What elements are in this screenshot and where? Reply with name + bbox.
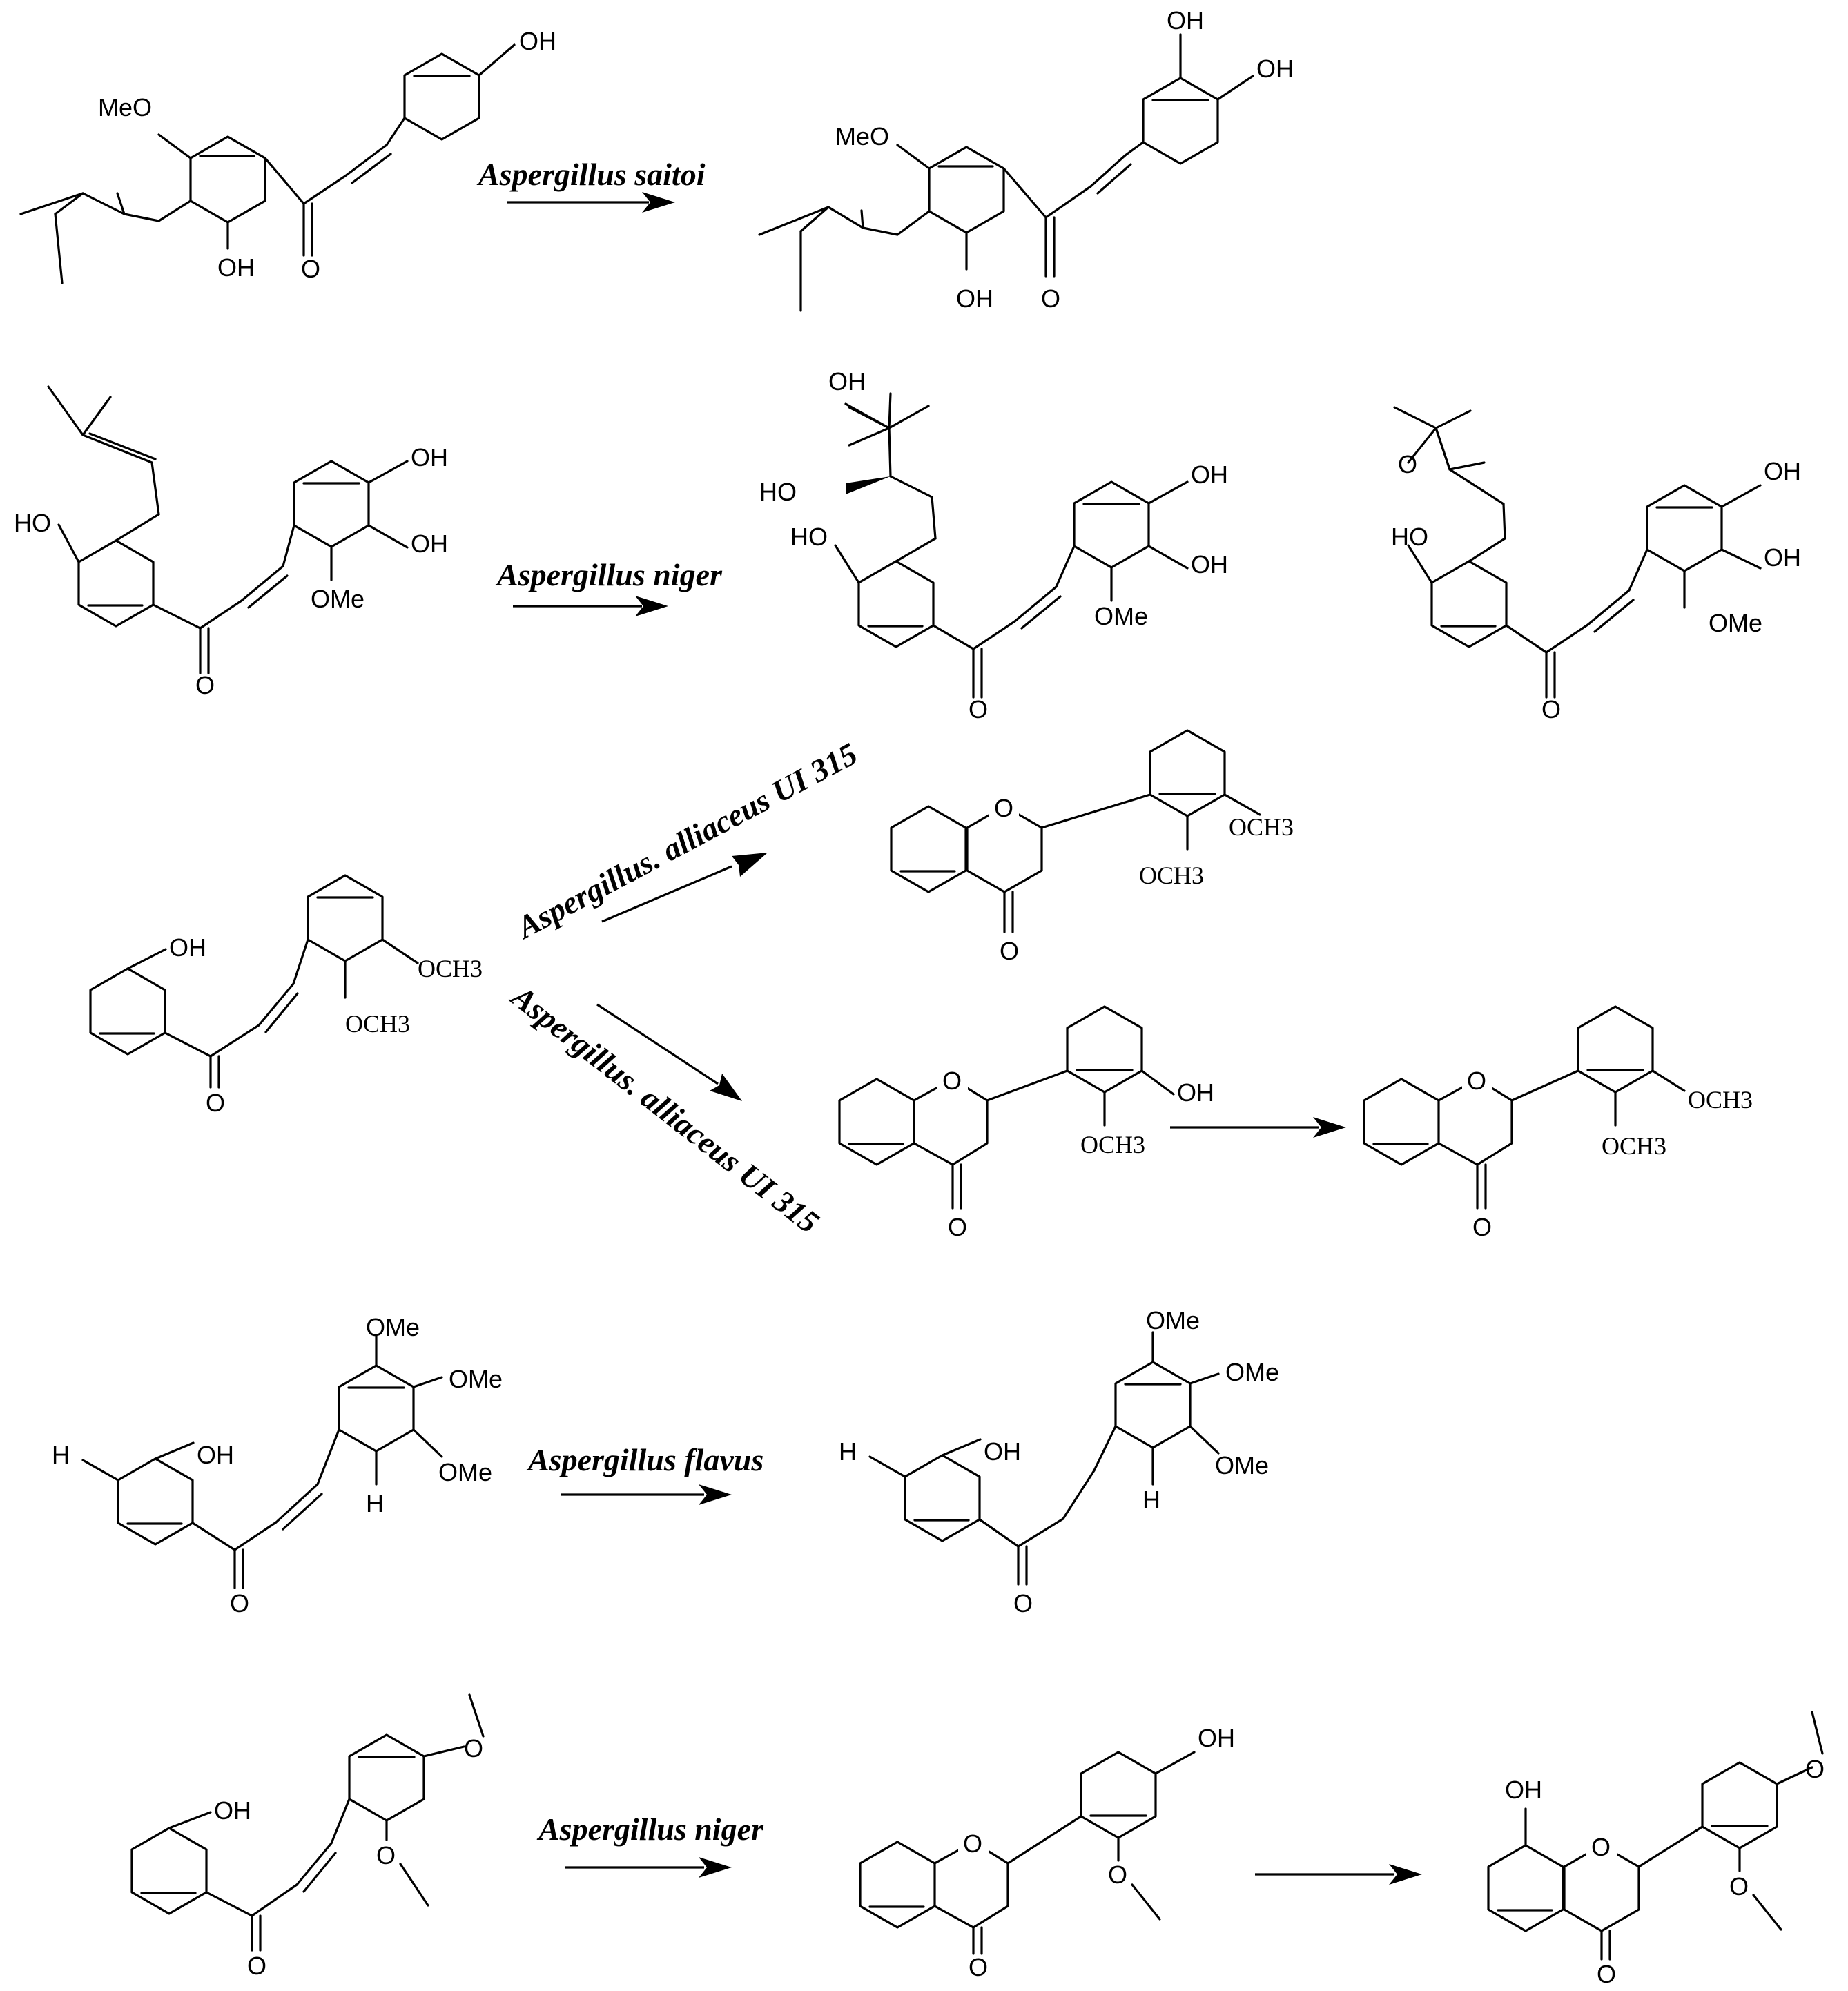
row1-sub-o: O [301,255,320,283]
row5-flavanone-oh: OH [1198,1724,1235,1752]
row2-p1-oh-a: OH [1191,460,1228,489]
row3-flavanone-oh: OH [1177,1078,1214,1107]
row4-product: H OH OMe OMe OMe H O [839,1306,1279,1618]
row3-flavone: O OCH3 OCH3 O [890,729,1294,965]
row3-sub-oh: OH [169,933,206,962]
row2-p1-oh-top: OH [828,367,866,396]
row2-sub-oh-a: OH [411,443,448,472]
row1-prod-oh-bottom: OH [956,284,993,313]
row1-prod-ome: MeO [835,122,889,150]
row4-prod-ome-a: OMe [1146,1306,1200,1334]
row3-flavone-ring-o: O [994,794,1013,822]
row2-sub-ho: HO [14,509,51,537]
row3-flavone-och3-b: OCH3 [1139,862,1204,889]
row1-substrate: MeO OH OH O [19,27,556,284]
row2-product1: OH HO HO OH OH OMe O [759,367,1228,723]
row4-sub-o: O [230,1589,249,1618]
row3-flavanone-och3: OCH3 [1080,1131,1145,1158]
row1-organism: Aspergillus saitoi [476,157,706,192]
row5-flavone-o-b: O [1729,1872,1749,1901]
row2-arrow [513,596,668,616]
row4-sub-ome-a: OMe [366,1313,420,1341]
row2-p2-ome: OMe [1709,609,1762,637]
row3-organism-up: Aspergillus. alliaceus UI 315 [509,736,863,946]
row4-substrate: H OH OMe OMe OMe H O [52,1313,503,1618]
row2-sub-o: O [195,671,215,699]
row3-arrow-down [596,1003,742,1101]
row2-product2: O HO OH OH OMe O [1391,406,1801,723]
row3-flavanone2-och3-b: OCH3 [1602,1132,1666,1160]
row5-arrow-right [1255,1864,1422,1885]
row1-sub-ome: MeO [98,93,152,122]
row3-sub-och3-a: OCH3 [418,955,483,982]
row5-substrate: OH O O O [130,1693,485,1980]
row4-prod-h-ring: H [1142,1486,1160,1514]
row5-flavanone-o: O [969,1953,988,1981]
row3-flavanone2-ring-o: O [1467,1067,1486,1095]
row5-flavone: OH O O O O [1487,1711,1825,1988]
row1-sub-oh-bottom: OH [217,253,255,282]
row5-flavone-ring-o: O [1591,1833,1611,1861]
row4-arrow [561,1484,732,1505]
row3-organism-down: Aspergillus. alliaceus UI 315 [503,978,826,1240]
row5-sub-o-b: O [376,1841,396,1869]
row4-sub-ome-b: OMe [449,1365,503,1393]
row2-p2-o-epox: O [1398,450,1417,478]
row5-flavone-o: O [1597,1960,1616,1988]
row2-p2-oh-b: OH [1764,543,1801,572]
row4-organism: Aspergillus flavus [526,1442,763,1477]
row1-product: MeO OH OH OH O [758,6,1294,313]
row2-organism: Aspergillus niger [495,557,723,592]
row2-sub-oh-b: OH [411,530,448,558]
row4-prod-ome-c: OMe [1215,1451,1269,1479]
row4-sub-oh: OH [197,1441,234,1469]
row5-organism: Aspergillus niger [536,1812,764,1847]
row2-sub-ome: OMe [311,585,364,613]
row5-flavanone-ring-o: O [963,1829,982,1858]
row3-flavanone2-o: O [1472,1213,1492,1241]
row4-prod-oh: OH [984,1437,1021,1466]
row2-p2-ho: HO [1391,523,1428,551]
row3-arrow-up [601,853,768,923]
row3-sub-och3-b: OCH3 [345,1010,410,1038]
row3-flavanone2-och3-a: OCH3 [1688,1086,1753,1114]
row1-prod-oh-a: OH [1167,6,1204,35]
row3-flavanone2: O OCH3 OCH3 O [1363,1005,1753,1241]
row3-arrow-right [1170,1117,1346,1138]
row5-sub-o-a: O [464,1734,483,1762]
row2-p1-ho: HO [790,523,828,551]
row2-p1-ome: OMe [1094,602,1148,630]
row4-prod-h-left: H [839,1437,857,1466]
row5-arrow [565,1857,732,1878]
row3-substrate: OH OCH3 OCH3 O [89,874,483,1117]
row5-flavone-o-a: O [1805,1755,1825,1783]
row2-p1-oh-b: OH [1191,550,1228,579]
row5-sub-oh: OH [214,1796,251,1825]
row2-p2-oh-a: OH [1764,457,1801,485]
row3-flavanone-o: O [948,1213,967,1241]
row3-flavone-och3-a: OCH3 [1229,813,1294,841]
row2-p2-o: O [1541,695,1561,723]
row4-prod-ome-b: OMe [1225,1358,1279,1386]
row1-prod-o: O [1041,284,1060,313]
row4-prod-o: O [1013,1589,1033,1618]
row4-sub-h-ring: H [366,1489,384,1517]
row1-prod-oh-b: OH [1256,55,1294,83]
row3-sub-o: O [206,1089,225,1117]
row1-arrow [507,192,675,213]
row2-p1-ho-side: HO [759,478,797,506]
row3-flavanone: O OH OCH3 O [838,1005,1214,1241]
row2-p1-o: O [969,695,988,723]
row5-flavanone: O OH O O [859,1724,1235,1981]
row4-sub-h-left: H [52,1441,70,1469]
row5-sub-o: O [247,1952,266,1980]
row2-substrate: HO OH OH OMe O [14,385,448,699]
row4-sub-ome-c: OMe [438,1458,492,1486]
row5-flavanone-o-meo: O [1108,1861,1127,1889]
row3-flavanone-ring-o: O [942,1067,962,1095]
row5-flavone-oh: OH [1505,1776,1542,1804]
row1-sub-oh-top: OH [519,27,556,55]
row3-flavone-o: O [1000,937,1019,965]
